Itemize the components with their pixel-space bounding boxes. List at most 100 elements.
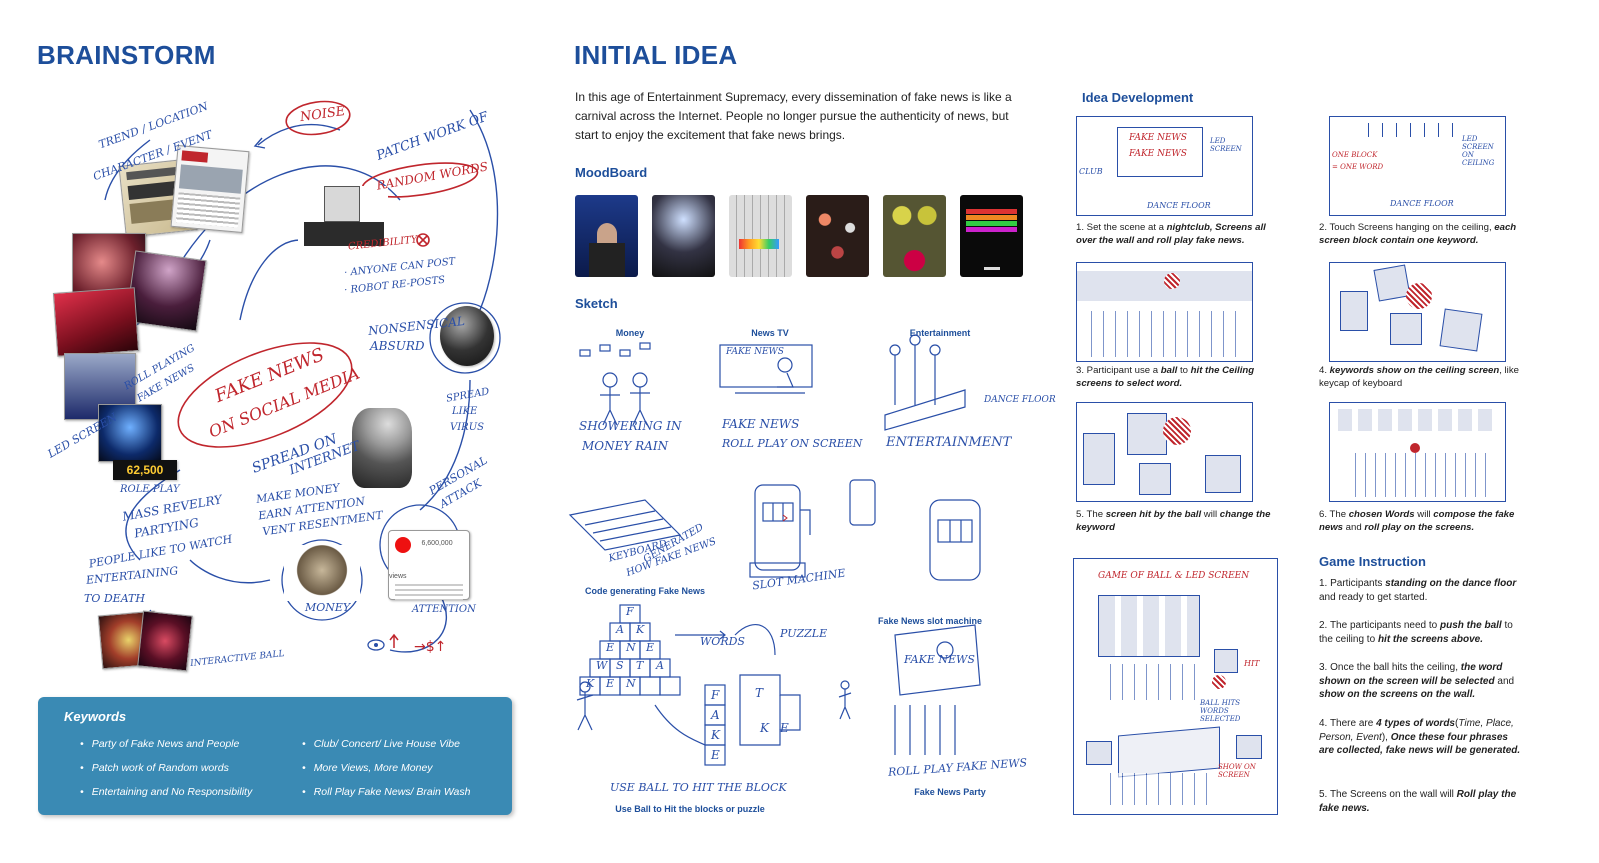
tv-stage-photo	[98, 404, 162, 462]
frame2-floor: DANCE FLOOR	[1390, 199, 1454, 208]
pyramid-letter: N	[626, 641, 636, 654]
note-absurd: ABSURD	[370, 339, 425, 353]
views-screenshot: 6,600,000 views	[388, 530, 470, 600]
frame1-club: CLUB	[1079, 167, 1103, 176]
note-role-play: ROLE PLAY	[120, 484, 180, 495]
puzzle-letter: E	[780, 721, 789, 735]
storyboard-frame-1: FAKE NEWS FAKE NEWS CLUB LED SCREEN DANC…	[1076, 116, 1253, 216]
game-sketch-ball-hit: BALL HITS WORDS SELECTED	[1200, 699, 1241, 724]
initial-idea-title: INITIAL IDEA	[574, 40, 738, 70]
sketch-label-newstv: News TV	[751, 328, 789, 338]
note-attention: ATTENTION	[412, 604, 476, 615]
keyword-item: More Views, More Money	[302, 762, 433, 774]
step-6-caption: 6. The chosen Words will compose the fak…	[1319, 509, 1515, 533]
step-2-caption: 2. Touch Screens hanging on the ceiling,…	[1319, 222, 1517, 246]
pyramid-letter: W	[596, 659, 608, 672]
sketch-note-dance-floor: DANCE FLOOR	[984, 395, 1056, 405]
instruction-3: 3. Once the ball hits the ceiling, the w…	[1319, 662, 1515, 700]
storyboard-frame-2: ONE BLOCK = ONE WORD LED SCREEN ON CEILI…	[1329, 116, 1506, 216]
block-letter: A	[711, 708, 720, 722]
svg-text:→$↑: →$↑	[414, 639, 446, 655]
concert-photo-3	[52, 287, 140, 357]
party-photo-2	[137, 610, 193, 672]
pyramid-letter: K	[636, 623, 645, 636]
sketch-label-entertainment: Entertainment	[909, 328, 971, 338]
step-5-caption: 5. The screen hit by the ball will chang…	[1076, 509, 1271, 533]
virus-figure-photo	[352, 408, 412, 488]
news-clipping-photo	[170, 145, 250, 233]
keyword-item: Club/ Concert/ Live House Vibe	[302, 738, 460, 750]
keyword-item: Entertaining and No Responsibility	[80, 786, 253, 798]
storyboard-frame-3	[1076, 262, 1253, 362]
sketch-note-use-ball: USE BALL TO HIT THE BLOCK	[610, 781, 787, 794]
mood-image-concert	[652, 195, 715, 277]
robot-figure-photo	[298, 186, 388, 256]
note-spread-virus-3: VIRUS	[450, 422, 484, 433]
money-man-photo	[284, 545, 360, 601]
pyramid-letter: A	[616, 623, 624, 636]
sketch-note-showering-1: SHOWERING IN	[579, 419, 682, 433]
sketch-note-words: WORDS	[700, 635, 745, 648]
pyramid-letter: F	[626, 605, 634, 618]
sketch-label-ball: Use Ball to Hit the blocks or puzzle	[615, 804, 765, 814]
game-instruction-title: Game Instruction	[1319, 554, 1426, 569]
sketch-label-slot: Fake News slot machine	[877, 616, 983, 626]
instruction-4: 4. There are 4 types of words(Time, Plac…	[1319, 718, 1521, 756]
puzzle-letter: T	[755, 686, 764, 700]
moodboard-title: MoodBoard	[575, 165, 648, 180]
sketch-note-tv-fake: FAKE NEWS	[726, 347, 784, 357]
sketch-drawings	[568, 334, 981, 766]
pyramid-letter: A	[656, 659, 664, 672]
keywords-panel: Keywords Party of Fake News and People P…	[38, 697, 512, 815]
sketch-note-entertainment: ENTERTAINMENT	[886, 435, 1012, 450]
pyramid-letter: T	[636, 659, 644, 672]
mood-image-keyboard	[729, 195, 792, 277]
game-sketch-title: GAME OF BALL & LED SCREEN	[1098, 571, 1250, 581]
frame1-floor: DANCE FLOOR	[1147, 201, 1211, 210]
game-sketch-show: SHOW ON SCREEN	[1218, 763, 1256, 780]
mood-image-balloons	[806, 195, 869, 277]
sketch-label-code: Code generating Fake News	[584, 586, 706, 596]
sketch-note-tv-fake-news: FAKE NEWS	[904, 653, 975, 666]
game-sketch-hit: HIT	[1244, 659, 1260, 668]
frame1-led: LED SCREEN	[1210, 137, 1242, 154]
note-money: MONEY	[305, 601, 351, 614]
sketch-title: Sketch	[575, 296, 618, 311]
sketch-note-roll-play: ROLL PLAY ON SCREEN	[722, 437, 863, 450]
block-letter: K	[711, 728, 720, 742]
sketch-label-money: Money	[615, 328, 645, 338]
step-1-caption: 1. Set the scene at a nightclub, Screens…	[1076, 222, 1266, 246]
pyramid-letter: E	[646, 641, 655, 654]
webcam-photo	[440, 306, 494, 366]
instruction-2: 2. The participants need to push the bal…	[1319, 620, 1513, 645]
mood-image-breakout-game	[960, 195, 1023, 277]
price-display: 62,500	[113, 460, 177, 480]
pyramid-letter: N	[626, 677, 636, 690]
sketch-note-fake-news: FAKE NEWS	[722, 417, 800, 431]
mood-image-crowd	[883, 195, 946, 277]
sketch-note-puzzle: PUZZLE	[780, 627, 828, 640]
sketch-note-showering-2: MONEY RAIN	[582, 439, 669, 453]
puzzle-letter: K	[760, 721, 769, 735]
pyramid-letter: E	[606, 641, 615, 654]
block-letter: E	[711, 748, 720, 762]
pyramid-letter: K	[586, 677, 595, 690]
keyword-item: Party of Fake News and People	[80, 738, 240, 750]
instruction-5: 5. The Screens on the wall will Roll pla…	[1319, 789, 1517, 814]
pyramid-letter: E	[606, 677, 615, 690]
idea-development-title: Idea Development	[1082, 90, 1194, 105]
intro-paragraph: In this age of Entertainment Supremacy, …	[575, 90, 1012, 142]
pyramid-letter: S	[616, 659, 624, 672]
frame1-fake-news-a: FAKE NEWS	[1129, 133, 1187, 143]
storyboard-frame-6	[1329, 402, 1506, 502]
game-sketch-frame: GAME OF BALL & LED SCREEN HIT BALL HITS …	[1073, 558, 1278, 815]
keywords-title: Keywords	[64, 709, 127, 724]
frame2-word: = ONE WORD	[1332, 163, 1384, 171]
instruction-1: 1. Participants standing on the dance fl…	[1319, 578, 1517, 603]
views-count: 6,600,000 views	[389, 540, 453, 580]
frame1-fake-news-b: FAKE NEWS	[1129, 149, 1187, 159]
keyword-item: Patch work of Random words	[80, 762, 229, 774]
note-people-like-3: TO DEATH	[84, 592, 145, 605]
step-3-caption: 3. Participant use a ball to hit the Cei…	[1076, 365, 1255, 389]
frame2-led: LED SCREEN ON CEILING	[1462, 135, 1495, 168]
